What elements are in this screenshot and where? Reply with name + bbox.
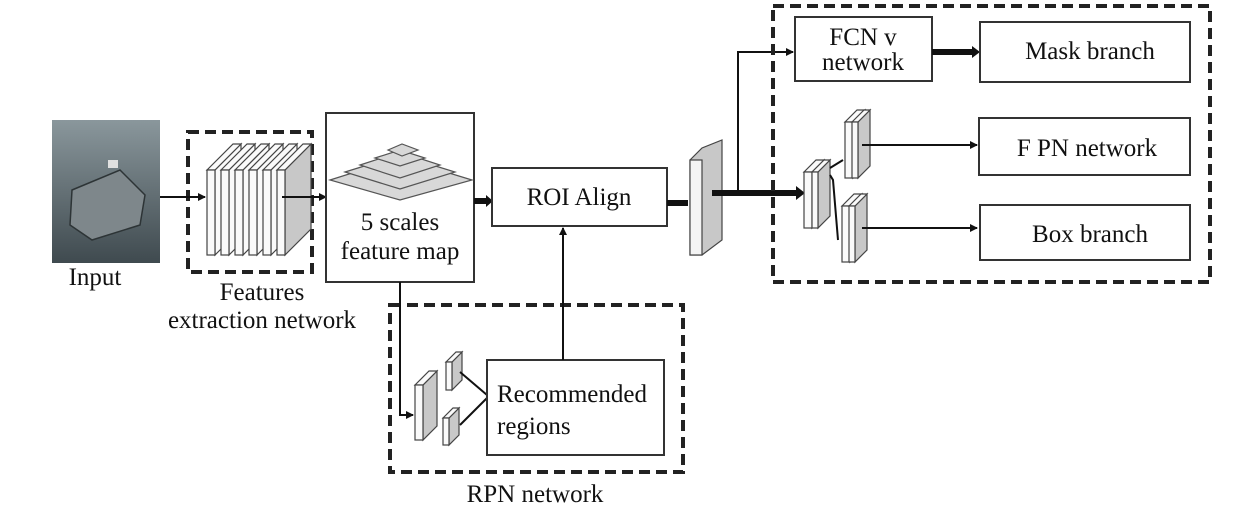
mask-branch-box: [979, 21, 1191, 83]
layer-slab: [847, 192, 869, 264]
recommended-label-line2: regions: [497, 413, 571, 440]
roi-align-label: ROI Align: [527, 184, 632, 211]
fcn-label-line1: FCN v: [829, 24, 897, 51]
rpn-layers: [413, 350, 464, 447]
box-branch-box: [979, 204, 1191, 261]
features-label-line2: extraction network: [168, 307, 357, 334]
features-extraction-group: [186, 130, 314, 274]
roi-align-box: [491, 167, 668, 227]
input-image: [52, 120, 160, 263]
roi-feature-slab: [689, 139, 723, 256]
input-label: Input: [69, 264, 122, 291]
rpn-network-group: [388, 303, 685, 474]
layer-slab: [444, 350, 464, 392]
fpn-network-box: [978, 117, 1191, 176]
layer-slab: [275, 142, 313, 257]
scales-label-line2: feature map: [341, 238, 460, 265]
layer-slab: [413, 369, 439, 442]
fcn-label-line2: network: [822, 49, 904, 76]
box-branch-label: Box branch: [1032, 221, 1148, 248]
layer-slab: [441, 406, 461, 447]
fcn-network-box: [794, 16, 933, 82]
arrow-to-fcn: [737, 48, 794, 193]
rpn-connectors: [459, 371, 488, 426]
recommended-regions-box: [486, 359, 665, 456]
scales-label-line1: 5 scales: [361, 209, 439, 236]
recommended-label-line1: Recommended: [497, 381, 647, 408]
rpn-network-label: RPN network: [467, 481, 604, 508]
feature-layers: [205, 142, 313, 257]
mask-branch-label: Mask branch: [1025, 38, 1155, 65]
fpn-network-label: F PN network: [1017, 135, 1158, 162]
layer-slab: [810, 158, 832, 230]
fpn-connector: [829, 159, 844, 241]
features-label-line1: Features: [220, 279, 305, 306]
arrow-scales-to-rpn: [399, 282, 414, 419]
fpn-layers: [802, 108, 872, 264]
pyramid-icon: [327, 143, 475, 201]
